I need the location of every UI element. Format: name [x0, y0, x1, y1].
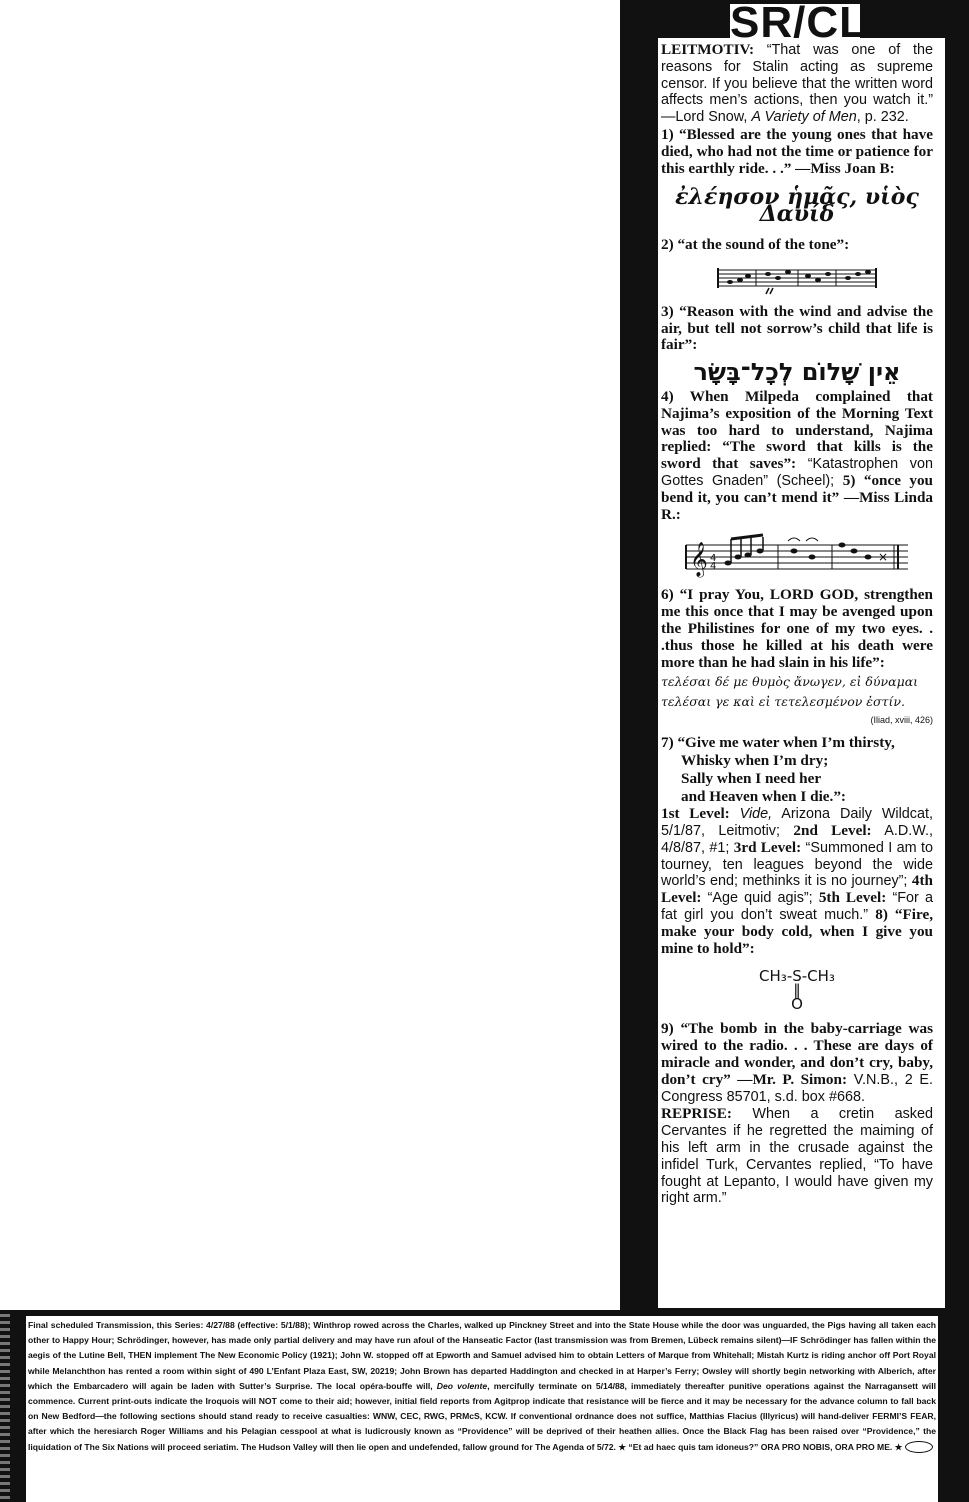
- greek-phrase: ἐλέησον ἡμᾶς, υἱὸς Δαυίδ: [675, 184, 919, 228]
- item-5: 5) “once you bend it, you can’t mend it”…: [661, 471, 933, 523]
- item-7-intro: 7) “Give me water when I’m thirsty,: [661, 734, 895, 752]
- item-7-line: Whisky when I’m dry;: [681, 751, 829, 769]
- level-3-label: 3rd Level:: [733, 838, 802, 856]
- music-staff-treble: 𝄞 4 4 ×: [685, 533, 908, 578]
- level-5-label: 5th Level:: [818, 889, 887, 907]
- item-9-address: V.N.B., 2 E. Congress 85701, s.d. box #6…: [661, 1071, 933, 1105]
- column-paper: [654, 38, 948, 1308]
- leitmotiv: LEITMOTIV: “That was one of the reasons …: [661, 41, 933, 126]
- seal-icon: [904, 1441, 933, 1454]
- column-edge: [945, 30, 951, 1320]
- level-2-text: A.D.W., 4/8/87, #1;: [661, 823, 933, 856]
- iliad-citation: (Iliad, xviii, 426): [870, 715, 933, 726]
- level-4-text: “Age quid agis”;: [701, 890, 819, 907]
- level-4-label: 4th Level:: [661, 872, 933, 907]
- greek-iliad-line-1: τελέσαι δέ με θυμὸς ἄνωγεν, εἰ δύναμαι: [661, 674, 919, 690]
- footer-text-part-2: , mercifully terminate on 5/14/88, immed…: [28, 1380, 936, 1452]
- item-4-quote: “Katastrophen von Gottes Gnaden” (Scheel…: [661, 456, 933, 489]
- svg-text:×: ×: [878, 550, 888, 564]
- reprise-text: When a cretin asked Cervantes if he regr…: [661, 1106, 933, 1207]
- level-3-text: “Summoned I am to tourney, ten leagues b…: [661, 839, 934, 890]
- level-1-text: Arizona Daily Wildcat, 5/1/87, Leitmotiv…: [661, 806, 933, 840]
- chemical-formula: CH₃-S-CH₃ ‖ O: [661, 967, 933, 1014]
- item-9-text: 9) “The bomb in the baby-carriage was wi…: [661, 1020, 933, 1088]
- formula-double-bond: ‖: [793, 981, 801, 1000]
- item-2: 2) “at the sound of the tone”:: [661, 235, 850, 253]
- footer-paper: [26, 1316, 938, 1502]
- svg-text:4: 4: [710, 561, 716, 572]
- item-8: 8) “Fire, make your body cold, when I gi…: [661, 906, 933, 957]
- level-1-vide: Vide,: [729, 806, 773, 823]
- item-9: 9) “The bomb in the baby-carriage was wi…: [661, 1021, 933, 1105]
- level-5-text: “For a fat girl you don’t sweat much.”: [661, 890, 933, 924]
- leitmotiv-label: LEITMOTIV:: [661, 41, 755, 58]
- reprise: REPRISE: When a cretin asked Cervantes i…: [661, 1106, 933, 1207]
- greek-iliad-line-2: τελέσαι γε καὶ εἰ τετελεσμένον ἐστίν.: [661, 694, 905, 710]
- footer-transmission: Final scheduled Transmission, this Serie…: [28, 1318, 936, 1455]
- masthead: SR/CL: [730, 4, 860, 42]
- formula-oxygen: O: [791, 995, 803, 1014]
- item-7-line: Sally when I need her: [681, 769, 822, 787]
- item-3: 3) “Reason with the wind and advise the …: [661, 302, 933, 354]
- svg-text:4: 4: [710, 553, 716, 564]
- footer-deo-volente: Deo volente: [436, 1380, 488, 1391]
- leitmotiv-book: A Variety of Men: [751, 109, 857, 126]
- footer-text-part-1: Final scheduled Transmission, this Serie…: [28, 1320, 936, 1391]
- item-1: 1) “Blessed are the young ones that have…: [661, 125, 933, 177]
- levels-paragraph: 1st Level: Vide, Arizona Daily Wildcat, …: [661, 805, 934, 957]
- item-4-5: 4) When Milpeda complained that Najima’s…: [661, 387, 933, 523]
- formula-line: CH₃-S-CH₃: [759, 967, 835, 986]
- item-7-line: and Heaven when I die.”:: [681, 787, 846, 805]
- level-2-label: 2nd Level:: [793, 822, 872, 840]
- svg-text:𝄞: 𝄞: [690, 542, 708, 578]
- reprise-label: REPRISE:: [661, 1105, 732, 1123]
- column-content: LEITMOTIV: “That was one of the reasons …: [661, 41, 934, 1208]
- leitmotiv-page: , p. 232.: [856, 109, 909, 126]
- item-6: 6) “I pray You, LORD GOD, strengthen me …: [661, 586, 933, 671]
- item-4: 4) When Milpeda complained that Najima’s…: [661, 387, 933, 473]
- hebrew-phrase: אֵין שָׁלוֹם לְכָל־בָּשָׂר: [693, 358, 901, 387]
- footer-edge-strip: [0, 1310, 10, 1502]
- music-staff-fragment: [717, 267, 877, 295]
- leitmotiv-quote: “That was one of the reasons for Stalin …: [661, 42, 933, 126]
- level-1-label: 1st Level:: [661, 805, 730, 823]
